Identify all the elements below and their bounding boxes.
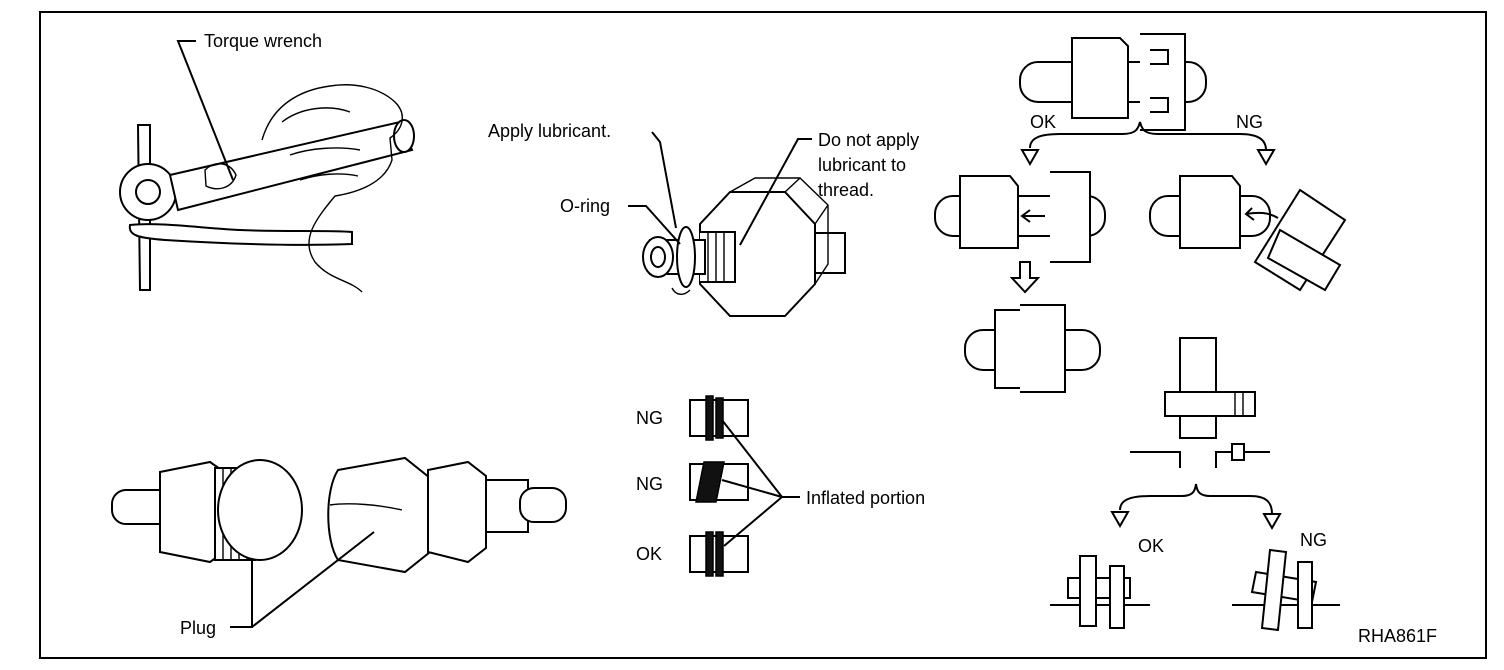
- lower-wrench: [128, 223, 353, 246]
- ring-ng-2: [695, 461, 725, 503]
- male-ng-left: [1179, 175, 1241, 249]
- female-ok-right: [1050, 171, 1091, 263]
- fitting-tube-right: [519, 487, 567, 523]
- o-ring-shape: [676, 226, 696, 288]
- label-do-not-apply-3: thread.: [818, 180, 874, 200]
- arrow-down-ok-step: [1009, 261, 1041, 294]
- label-ng-2: NG: [636, 474, 663, 494]
- o-ring-ng-1: [689, 395, 749, 441]
- wrench-ring-hole: [135, 179, 161, 205]
- figure-border: [39, 11, 1487, 659]
- vertical-tube: [1179, 337, 1217, 395]
- o-ring-ok: [689, 531, 749, 577]
- fitting-hex-nut: [427, 460, 487, 564]
- tube-ng-tilted-port: [1260, 548, 1288, 632]
- wrench-end-cap: [393, 119, 415, 153]
- leader-plug: [230, 531, 375, 628]
- female-ok-joined: [1020, 304, 1066, 393]
- branch-bracket-bottom: [1119, 483, 1273, 515]
- branch-bracket-top: [1029, 121, 1267, 151]
- label-do-not-apply-1: Do not apply: [818, 130, 919, 150]
- ring-ok-a: [705, 531, 714, 577]
- bolt-ok: [1109, 565, 1125, 629]
- label-ok-top: OK: [1030, 112, 1056, 132]
- torque-wrench-handle: [168, 120, 414, 212]
- connector-ng-angled: [1149, 175, 1347, 292]
- connector-female-top: [1140, 33, 1186, 131]
- label-do-not-apply-2: lubricant to: [818, 155, 906, 175]
- label-ok-ring: OK: [636, 544, 662, 564]
- o-ring-fitting-illustration: [642, 177, 846, 317]
- label-plug: Plug: [180, 618, 216, 638]
- leader-apply-lubricant: [651, 131, 677, 229]
- ring-ng-1b: [715, 397, 724, 439]
- tube-port-ng: [1232, 548, 1340, 632]
- label-o-ring: O-ring: [560, 196, 610, 216]
- rotation-arrow: [671, 287, 691, 295]
- finger-lines: [204, 107, 361, 190]
- connector-male-top: [1071, 37, 1129, 119]
- fitting-detail: [329, 503, 403, 511]
- plug-cap-face: [217, 459, 303, 561]
- tube-port-ok: [1050, 555, 1150, 629]
- torque-wrench-illustration: [119, 84, 415, 293]
- o-ring-ng-2: [689, 461, 749, 503]
- label-torque-wrench: Torque wrench: [204, 31, 322, 51]
- figure-code: RHA861F: [1358, 626, 1437, 646]
- tube-ok: [1079, 555, 1097, 627]
- male-ok-left: [959, 175, 1019, 249]
- threaded-stem: [700, 231, 736, 283]
- flange-lines: [1234, 392, 1244, 416]
- hand-outline: [261, 84, 403, 293]
- tube-nose-bore: [650, 246, 666, 268]
- label-apply-lubricant: Apply lubricant.: [488, 121, 611, 141]
- label-ok-bottom: OK: [1138, 536, 1164, 556]
- connector-ok-joined: [964, 304, 1101, 393]
- bolt-ng: [1297, 561, 1313, 629]
- connector-ok-separated: [934, 171, 1106, 263]
- arrow-down-ng-top: [1256, 149, 1276, 167]
- label-ng-bottom: NG: [1300, 530, 1327, 550]
- leader-do-not-apply: [739, 138, 812, 246]
- tube-ng-tilted: [1266, 228, 1342, 292]
- female-ng-tilted: [1253, 188, 1347, 292]
- flare-nut-top: [729, 177, 829, 285]
- leaders-inflated-portion: [721, 419, 800, 547]
- tube-flange: [1164, 391, 1256, 417]
- arrow-left-ng: [1244, 207, 1279, 221]
- arrow-down-ok-top: [1020, 149, 1040, 167]
- arrow-left-ok: [1020, 209, 1045, 223]
- tube-port-illustration: [1130, 337, 1270, 468]
- label-inflated-portion: Inflated portion: [806, 488, 925, 508]
- arrow-down-ng-bottom: [1262, 513, 1282, 531]
- leader-o-ring: [628, 205, 681, 245]
- connector-aligned-top: [1019, 33, 1207, 131]
- leader-torque-wrench: [176, 40, 234, 181]
- port-pin: [1231, 443, 1245, 461]
- tube-ring: [1179, 415, 1217, 439]
- port-surface: [1130, 451, 1270, 468]
- thread-lines: [707, 232, 725, 282]
- ring-ng-1: [705, 395, 714, 441]
- ring-ok-b: [715, 531, 724, 577]
- arrow-down-ok-bottom: [1110, 511, 1130, 529]
- plug-fitting-illustration: [111, 456, 567, 574]
- label-ng-top: NG: [1236, 112, 1263, 132]
- label-ng-1: NG: [636, 408, 663, 428]
